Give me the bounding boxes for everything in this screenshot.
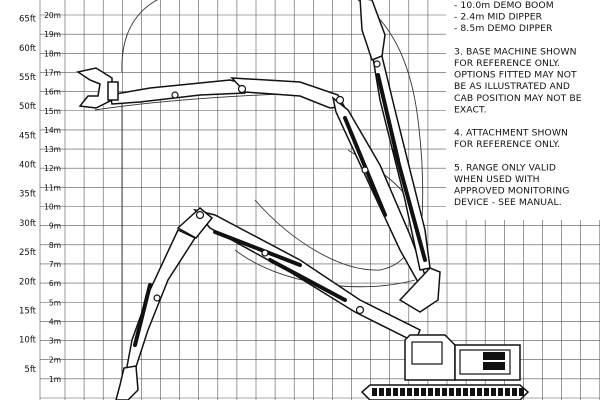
metre-tick-label: 9m xyxy=(49,222,61,231)
notes-background xyxy=(446,0,600,220)
metre-tick-label: 7m xyxy=(49,260,61,269)
track-pad xyxy=(435,388,440,396)
feet-tick-label: 60ft xyxy=(19,44,37,54)
note-line: DEVICE - SEE MANUAL. xyxy=(454,197,562,208)
track-pad xyxy=(470,388,475,396)
note-line: BE AS ILLUSTRATED AND xyxy=(454,81,570,92)
note-line: 3. BASE MACHINE SHOWN xyxy=(454,46,577,57)
feet-tick-label: 25ft xyxy=(19,248,37,258)
lowered-arm xyxy=(115,207,421,400)
feet-tick-label: 15ft xyxy=(19,306,37,316)
feet-tick-label: 35ft xyxy=(19,190,37,200)
metre-tick-label: 11m xyxy=(44,183,61,192)
track-pad xyxy=(407,388,412,396)
track-pad xyxy=(505,388,510,396)
metre-tick-label: 5m xyxy=(49,298,61,307)
track-pad xyxy=(512,388,517,396)
metre-tick-label: 2m xyxy=(49,356,61,365)
raised-arm xyxy=(76,0,431,284)
track-pad xyxy=(449,388,454,396)
feet-tick-label: 50ft xyxy=(19,102,37,112)
track-pad xyxy=(442,388,447,396)
notes-block: - 10.0m DEMO BOOM- 2.4m MID DIPPER- 8.5m… xyxy=(446,0,600,220)
track-pad xyxy=(414,388,419,396)
track-pad xyxy=(491,388,496,396)
feet-tick-label: 20ft xyxy=(19,277,37,287)
metre-tick-label: 12m xyxy=(44,164,61,173)
note-line: EXACT. xyxy=(454,104,487,115)
metre-tick-label: 6m xyxy=(49,279,61,288)
track-pad xyxy=(519,388,524,396)
metre-tick-label: 17m xyxy=(44,68,61,77)
metre-tick-label: 18m xyxy=(44,49,61,58)
track-pad xyxy=(498,388,503,396)
metre-tick-label: 8m xyxy=(49,241,61,250)
metre-tick-label: 14m xyxy=(44,126,61,135)
feet-tick-label: 65ft xyxy=(19,15,37,25)
note-line: APPROVED MONITORING xyxy=(454,186,569,197)
track-pad xyxy=(386,388,391,396)
track-pads xyxy=(372,388,524,396)
track-pad xyxy=(477,388,482,396)
track-pad xyxy=(421,388,426,396)
metre-tick-label: 13m xyxy=(44,145,61,154)
metre-tick-label: 10m xyxy=(44,203,61,212)
note-line: WHEN USED WITH xyxy=(454,174,540,185)
metre-tick-label: 20m xyxy=(44,11,61,20)
note-line: - 2.4m MID DIPPER xyxy=(454,12,543,23)
track-pad xyxy=(393,388,398,396)
note-line: FOR REFERENCE ONLY. xyxy=(454,58,560,69)
track-pad xyxy=(372,388,377,396)
metre-tick-label: 1m xyxy=(49,375,61,384)
note-line: - 8.5m DEMO DIPPER xyxy=(454,23,553,34)
note-line: 4. ATTACHMENT SHOWN xyxy=(454,128,568,139)
feet-tick-label: 30ft xyxy=(19,219,37,229)
metre-tick-label: 4m xyxy=(49,317,61,326)
metre-tick-label: 15m xyxy=(44,107,61,116)
metre-tick-label: 3m xyxy=(49,337,61,346)
track-pad xyxy=(379,388,384,396)
metre-tick-label: 16m xyxy=(44,88,61,97)
feet-tick-label: 40ft xyxy=(19,161,37,171)
track-pad xyxy=(456,388,461,396)
feet-tick-label: 55ft xyxy=(19,73,37,83)
note-line: FOR REFERENCE ONLY. xyxy=(454,139,560,150)
feet-tick-label: 5ft xyxy=(24,365,36,375)
note-line: - 10.0m DEMO BOOM xyxy=(454,0,554,11)
note-line: OPTIONS FITTED MAY NOT xyxy=(454,70,577,81)
feet-tick-label: 45ft xyxy=(19,131,37,141)
metre-axis-labels: 20m 19m 18m 17m 16m 15m 14m 13m 12m 11m 10m 9m 8m 7m 6… xyxy=(44,11,61,384)
track-pad xyxy=(428,388,433,396)
track-pad xyxy=(463,388,468,396)
note-line: CAB POSITION MAY NOT BE xyxy=(454,93,582,104)
track-pad xyxy=(484,388,489,396)
track-pad xyxy=(400,388,405,396)
base-machine xyxy=(360,267,530,400)
feet-tick-label: 10ft xyxy=(19,336,37,346)
note-line: 5. RANGE ONLY VALID xyxy=(454,162,556,173)
feet-axis-labels: 65ft 60ft 55ft 50ft 45ft 40ft 35ft 30ft 25ft 20ft… xyxy=(19,15,37,375)
metre-tick-label: 19m xyxy=(44,30,61,39)
